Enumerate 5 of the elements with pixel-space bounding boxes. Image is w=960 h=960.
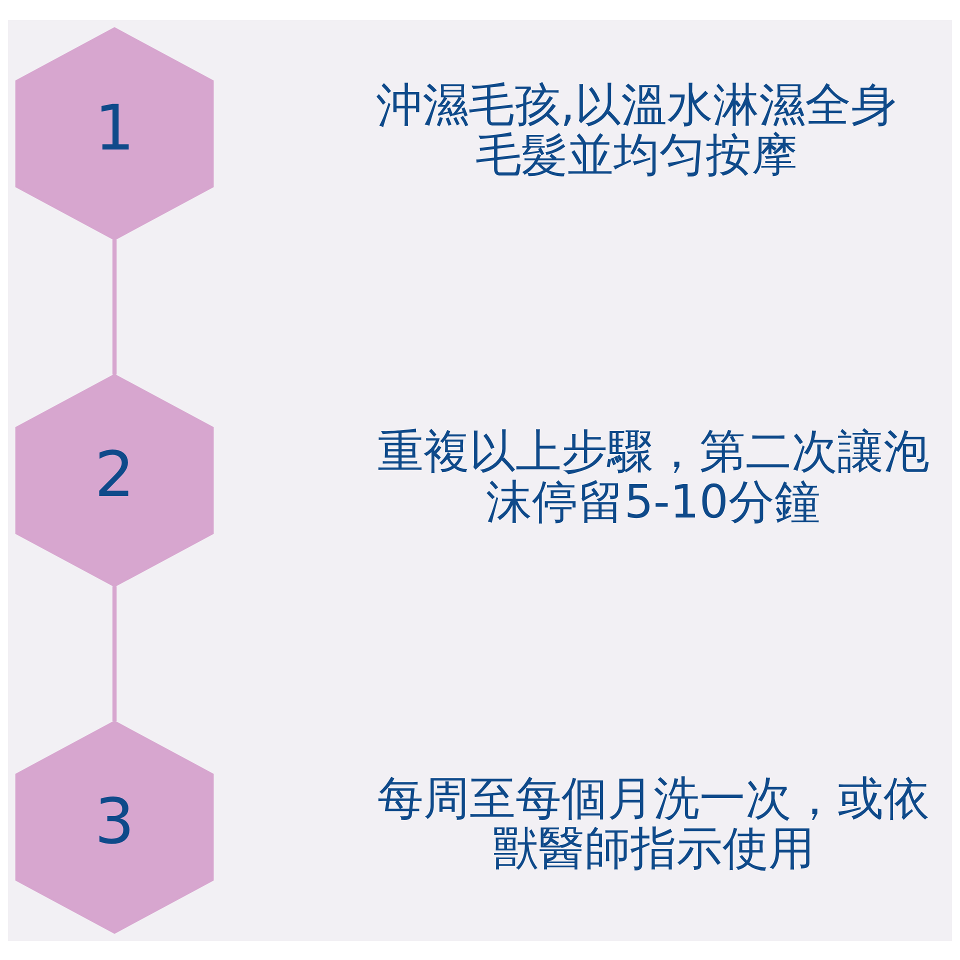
node-label: 重複以上步驟，第二次讓泡沫停留5-10分鐘 bbox=[377, 424, 930, 528]
connector bbox=[112, 586, 117, 721]
connector bbox=[112, 239, 117, 374]
node-label: 沖濕毛孩,以溫水淋濕全身毛髮並均匀按摩 bbox=[376, 76, 897, 182]
node-label: 每周至每個月洗一次，或依獸醫師指示使用 bbox=[377, 770, 930, 874]
